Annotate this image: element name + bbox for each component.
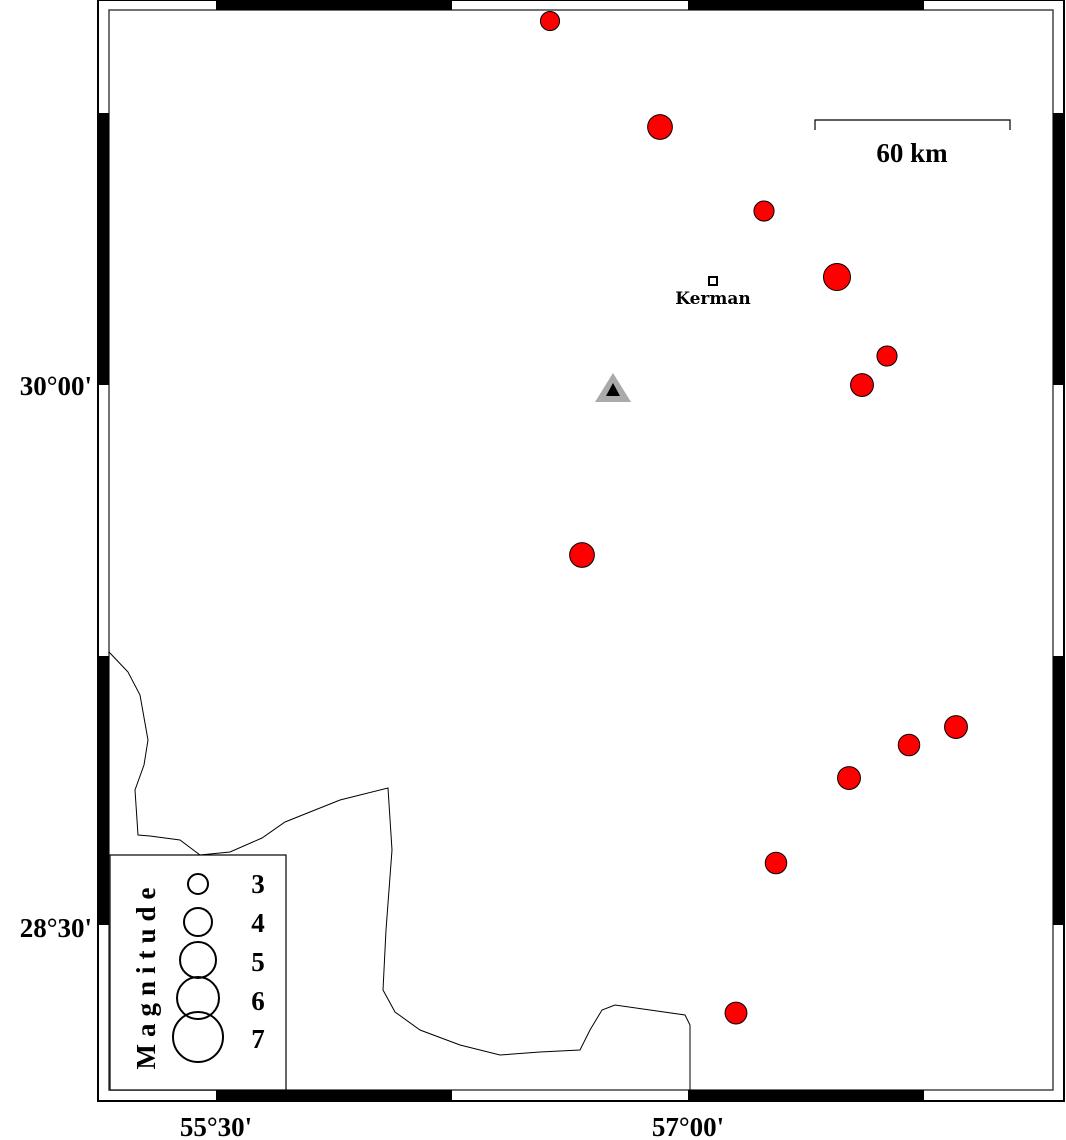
y-tick-label: 28°30' bbox=[20, 913, 92, 943]
earthquake-event-marker bbox=[850, 373, 874, 397]
station-triangle-icon bbox=[595, 373, 631, 402]
earthquake-event-marker bbox=[724, 1001, 748, 1025]
earthquake-event-marker bbox=[837, 766, 861, 790]
map-frame bbox=[97, 0, 1065, 1102]
city-label: Kerman bbox=[675, 289, 751, 309]
earthquake-event-marker bbox=[944, 715, 968, 739]
scale-bar: 60 km bbox=[814, 119, 1011, 168]
x-tick-label: 57°00' bbox=[652, 1112, 724, 1140]
legend-title: Magnitude bbox=[131, 880, 161, 1069]
earthquake-event-marker bbox=[569, 542, 595, 568]
scale-bar-label: 60 km bbox=[876, 138, 948, 168]
earthquake-event-marker bbox=[753, 200, 775, 222]
earthquake-event-marker bbox=[539, 10, 561, 32]
legend-label: 3 bbox=[251, 869, 265, 899]
magnitude-legend: Magnitude 3 4 5 6 7 bbox=[109, 854, 287, 1091]
city-marker-icon bbox=[708, 276, 718, 286]
earthquake-event-marker bbox=[897, 733, 921, 757]
earthquake-event-marker bbox=[764, 851, 788, 875]
city-kerman: Kerman bbox=[675, 276, 751, 309]
earthquake-event-marker bbox=[876, 345, 898, 367]
legend-label: 4 bbox=[251, 908, 265, 938]
x-tick-label: 55°30' bbox=[180, 1112, 252, 1140]
legend-label: 6 bbox=[251, 986, 265, 1016]
legend-label: 7 bbox=[251, 1024, 265, 1054]
events-layer bbox=[539, 10, 968, 1025]
y-tick-label: 30°00' bbox=[20, 371, 92, 401]
legend-label: 5 bbox=[251, 947, 265, 977]
earthquake-event-marker bbox=[823, 263, 851, 291]
earthquake-event-marker bbox=[647, 114, 673, 140]
border-line bbox=[108, 651, 691, 1090]
